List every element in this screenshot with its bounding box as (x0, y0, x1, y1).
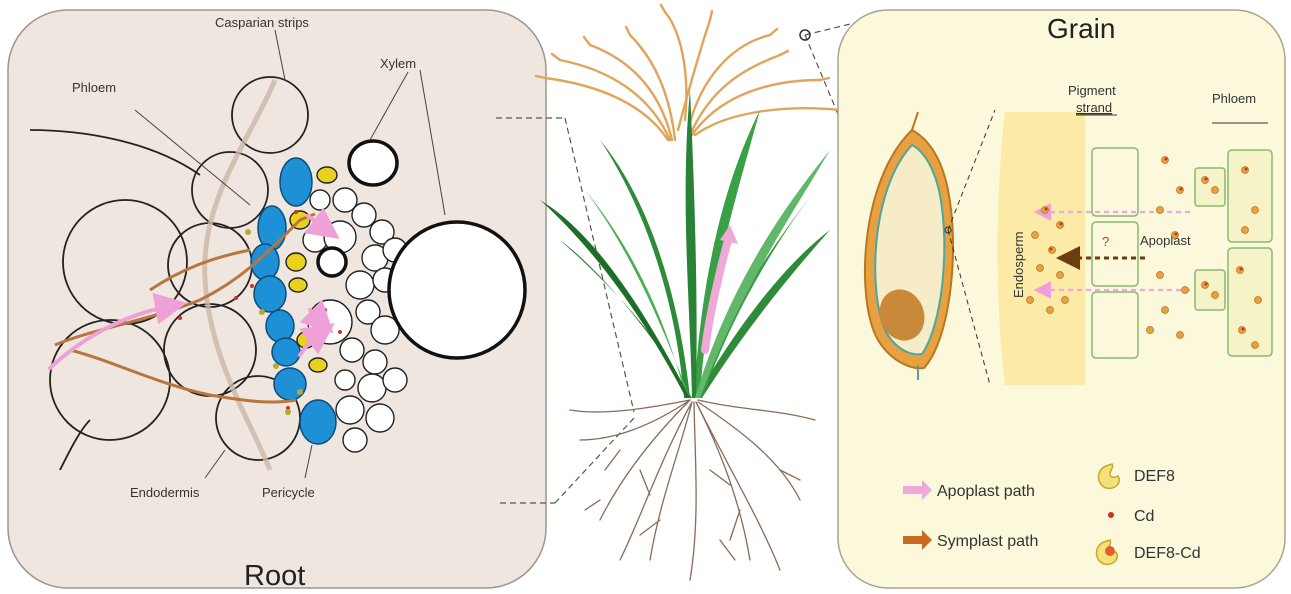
roots (570, 400, 815, 580)
casparian-strips-label: Casparian strips (215, 15, 309, 30)
leaves (540, 90, 830, 398)
pigment-strand-label-2: strand (1076, 100, 1112, 115)
endodermis-label: Endodermis (130, 485, 200, 500)
def8-cd-legend-label: DEF8-Cd (1134, 545, 1201, 562)
grain-panel: Grain Endosperm Pigment strand ? (838, 10, 1285, 588)
pigment-strand-label-1: Pigment (1068, 83, 1116, 98)
def8-legend-label: DEF8 (1134, 468, 1175, 485)
root-xylem-label: Xylem (380, 56, 416, 71)
pigment-strand-cells (1092, 148, 1138, 358)
root-title: Root (244, 560, 305, 592)
grain-phloem-label: Phloem (1212, 91, 1256, 106)
cd-dot-icon (1108, 512, 1114, 518)
grain-title: Grain (1047, 13, 1115, 44)
apoplast-label: Apoplast (1140, 233, 1191, 248)
endosperm-label: Endosperm (1011, 232, 1026, 298)
cd-legend-label: Cd (1134, 508, 1154, 525)
apoplast-path-legend-label: Apoplast path (937, 483, 1035, 500)
root-panel: Casparian strips Phloem Xylem Endodermis… (8, 10, 546, 592)
plant-illustration (496, 5, 875, 580)
panicle (536, 5, 849, 140)
pericycle-label: Pericycle (262, 485, 315, 500)
unknown-mark: ? (1102, 234, 1109, 249)
symplast-path-legend-label: Symplast path (937, 533, 1038, 550)
root-phloem-label: Phloem (72, 80, 116, 95)
